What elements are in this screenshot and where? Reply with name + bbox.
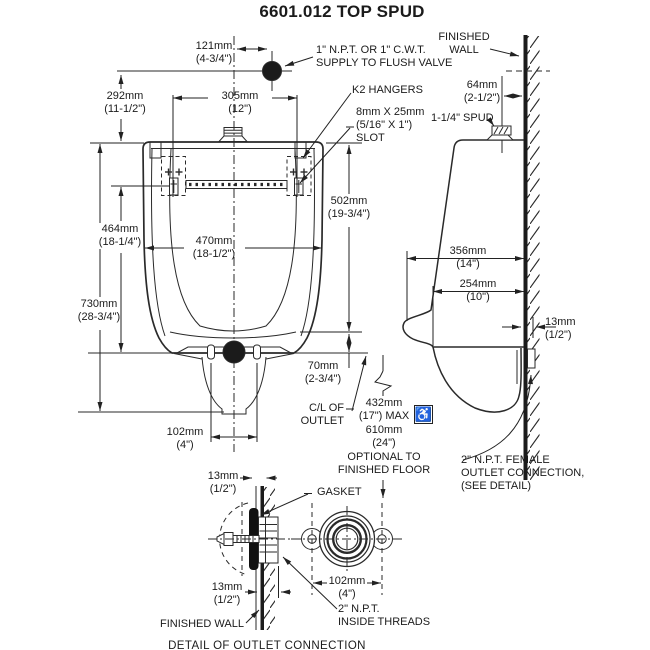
detail-view-dimensions: [240, 475, 381, 624]
dim-254mm: 254mm (10"): [459, 278, 497, 303]
threads-label: 2" N.P.T. INSIDE THREADS: [338, 603, 431, 628]
gasket-label: GASKET: [317, 486, 362, 498]
dim-64mm: 64mm (2-1/2"): [463, 79, 501, 104]
dim-305mm: 305mm (12"): [221, 90, 259, 115]
dim-102mm-front: 102mm (4"): [166, 426, 204, 451]
hanger-rail: [185, 180, 288, 189]
finished-wall-label-top: FINISHED WALL: [438, 31, 490, 56]
dim-70mm: 70mm (2-3/4"): [304, 360, 342, 385]
spud-side: [485, 134, 515, 141]
cl-outlet-label: C/L OF OUTLET: [300, 402, 344, 427]
spud-label: 1-1/4" SPUD: [431, 112, 494, 124]
detail-view-linework: [208, 486, 403, 630]
front-view-dimensions: [90, 46, 367, 442]
outlet-box: [527, 348, 536, 369]
finished-wall-label-bottom: FINISHED WALL: [160, 618, 244, 630]
dim-13mm-detail-top: 13mm (1/2"): [207, 470, 239, 495]
side-view-linework: [402, 35, 550, 480]
dim-730mm: 730mm (28-3/4"): [77, 298, 121, 324]
supply-label: 1" N.P.T. OR 1" C.W.T. SUPPLY TO FLUSH V…: [316, 44, 453, 69]
dim-13mm-detail-bottom: 13mm (1/2"): [211, 581, 243, 606]
outlet-circle: [222, 340, 246, 364]
hanger-right: [286, 156, 312, 196]
finished-wall: [523, 35, 528, 480]
dim-464mm: 464mm (18-1/4"): [98, 223, 142, 249]
k2-hangers-label: K2 HANGERS: [352, 84, 423, 96]
dim-292mm: 292mm (11-1/2"): [104, 90, 146, 115]
dim-470mm: 470mm (18-1/2"): [192, 235, 236, 260]
supply-point: [262, 61, 282, 81]
floor-dimension-label: 432mm (17") MAX 610mm (24") OPTIONAL TO …: [337, 397, 431, 477]
hanger-left: [161, 156, 186, 196]
accessible-icon: ♿: [414, 405, 433, 424]
slot-label: 8mm X 25mm (5/16" X 1") SLOT: [356, 106, 425, 144]
dim-102mm-detail: 102mm (4"): [328, 575, 366, 600]
detail-caption: DETAIL OF OUTLET CONNECTION: [168, 640, 366, 650]
dim-121mm: 121mm (4-3/4"): [195, 40, 233, 65]
front-view-linework: [78, 36, 368, 452]
flange-body: [258, 516, 279, 564]
dim-502mm: 502mm (19-3/4"): [327, 195, 371, 221]
dim-13mm-side: 13mm (1/2"): [545, 316, 576, 341]
side-view-dimensions: [346, 93, 556, 498]
outlet-note-label: 2" N.P.T. FEMALE OUTLET CONNECTION, (SEE…: [461, 454, 585, 492]
dim-356mm: 356mm (14"): [449, 245, 487, 270]
drawing-title: 6601.012 TOP SPUD: [259, 2, 425, 21]
